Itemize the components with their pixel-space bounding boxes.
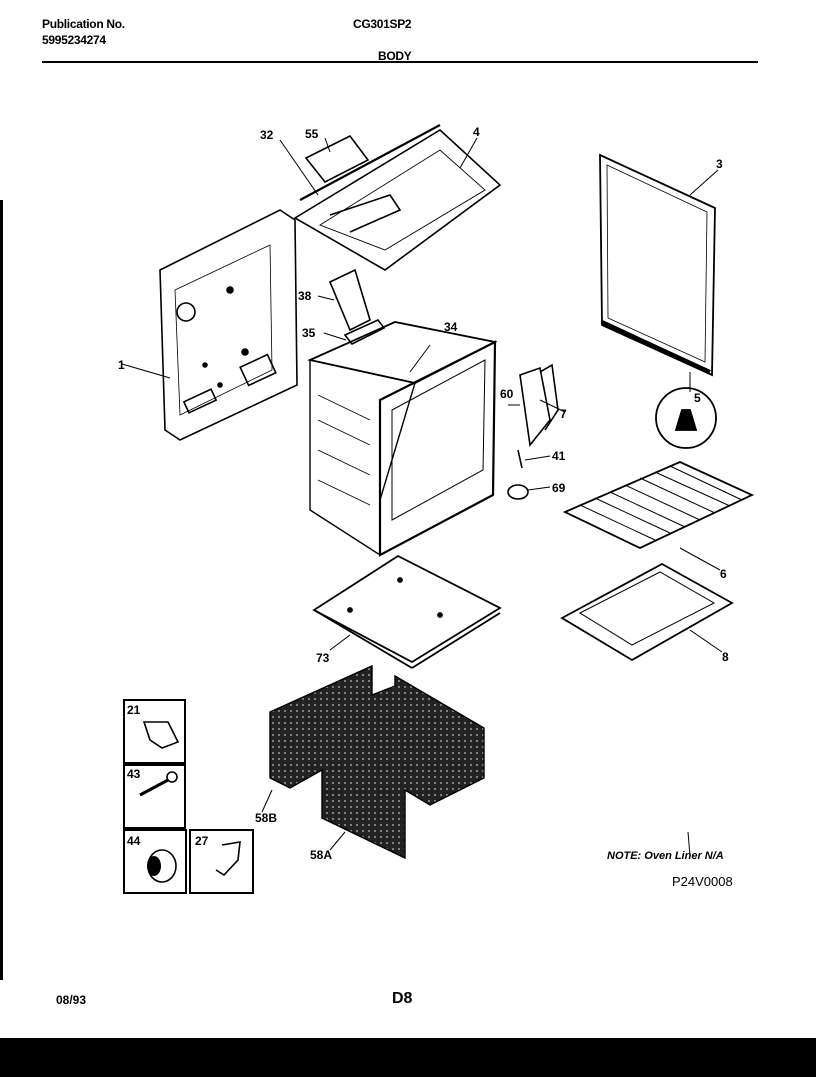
callout-35: 35: [302, 326, 316, 340]
publication-label: Publication No.: [42, 17, 125, 31]
part-7-60-burner-parts: [508, 363, 566, 447]
part-1-rear-panel: [121, 209, 298, 441]
section-title: BODY: [378, 49, 412, 63]
callout-7: 7: [560, 407, 567, 421]
callout-6: 6: [720, 567, 727, 581]
inset-box-27: [189, 829, 254, 894]
inset-box-43: [123, 764, 186, 829]
part-38-vent-duct: [317, 268, 371, 332]
callout-41: 41: [552, 449, 566, 463]
revision-date: 08/93: [56, 993, 87, 1007]
part-6-oven-rack: [562, 461, 755, 571]
callout-1: 1: [118, 358, 125, 372]
callout-8: 8: [722, 650, 729, 664]
inset-box-21: [123, 699, 186, 764]
part-55-bracket: [304, 134, 370, 184]
callout-5: 5: [694, 391, 701, 405]
callout-73: 73: [316, 651, 330, 665]
oven-liner-note: NOTE: Oven Liner N/A: [607, 850, 724, 862]
callout-44: 44: [127, 834, 141, 848]
callout-60: 60: [500, 387, 514, 401]
part-8-broiler-pan: [560, 562, 734, 662]
inset-box-44: [123, 829, 187, 894]
callout-58b: 58B: [255, 811, 277, 825]
part-69-plug: [507, 484, 551, 500]
part-5-hinge-detail: [655, 387, 717, 449]
publication-number: 5995234274: [42, 33, 106, 47]
header-rule: [42, 61, 758, 63]
callout-55: 55: [305, 127, 319, 141]
scan-left-edge: [0, 200, 9, 980]
part-41-pin: [517, 449, 551, 469]
part-58-insulation: [261, 664, 485, 860]
part-73-bottom-panel: [312, 554, 502, 669]
part-3-door-panel: [599, 153, 719, 392]
model-number: CG301SP2: [353, 17, 412, 31]
page-code: D8: [392, 990, 413, 1007]
callout-27: 27: [195, 834, 209, 848]
callout-38: 38: [298, 289, 312, 303]
oven-body: [307, 321, 498, 557]
callout-58a: 58A: [310, 848, 332, 862]
callout-43: 43: [127, 767, 141, 781]
part-4-top-frame: [279, 124, 502, 271]
callout-4: 4: [473, 125, 480, 139]
part-35-clip: [323, 319, 386, 346]
callout-21: 21: [127, 703, 141, 717]
callout-3: 3: [716, 157, 723, 171]
callout-32: 32: [260, 128, 274, 142]
scan-bottom-band: [0, 1038, 816, 1077]
drawing-code: P24V0008: [672, 874, 733, 889]
callout-69: 69: [552, 481, 566, 495]
callout-34: 34: [444, 320, 458, 334]
note-pointer: [687, 831, 691, 857]
